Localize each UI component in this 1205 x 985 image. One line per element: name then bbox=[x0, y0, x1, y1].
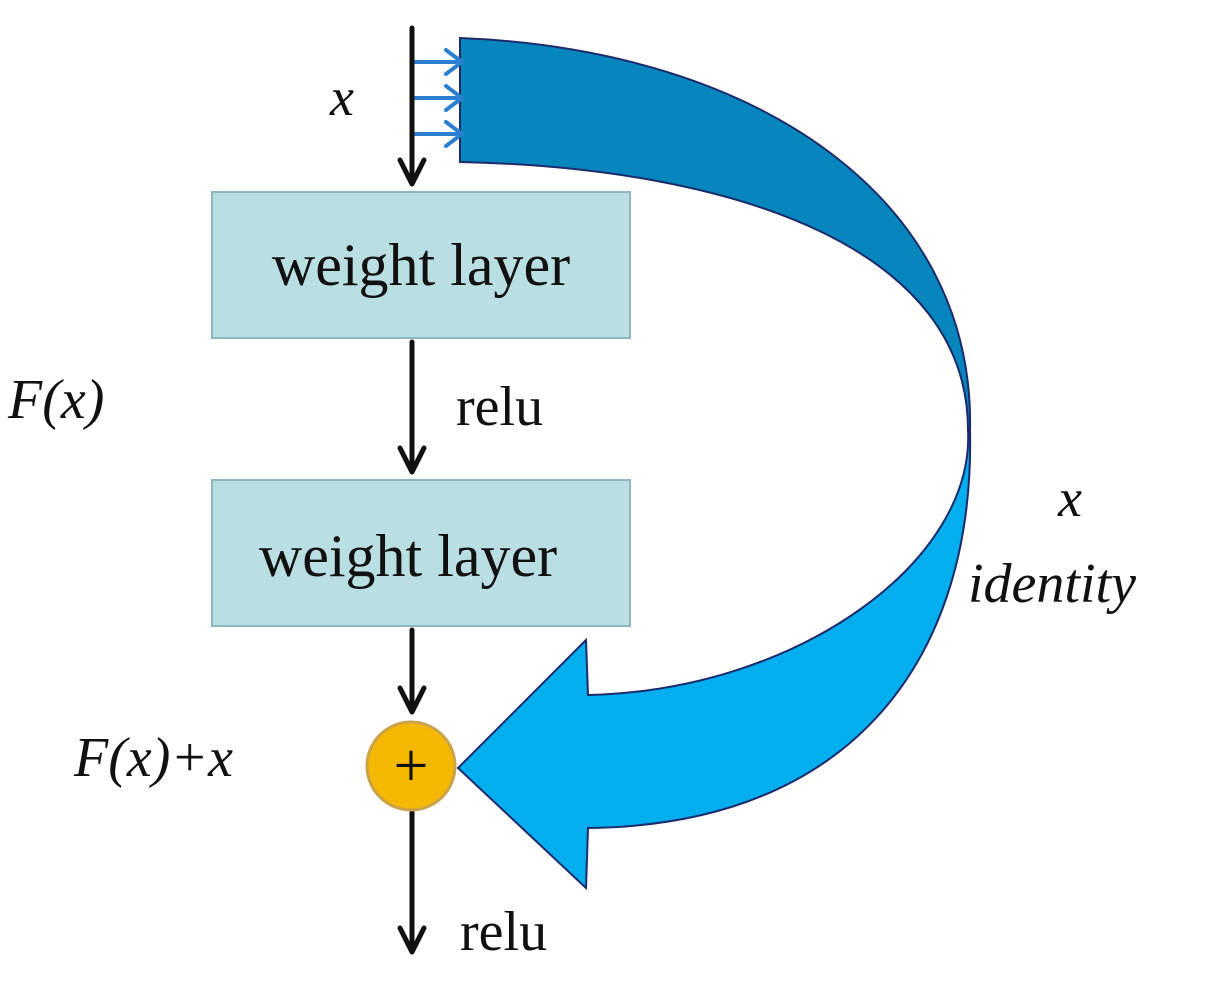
sum-label: F(x)+x bbox=[73, 727, 233, 789]
residual-fx-label: F(x) bbox=[7, 369, 104, 431]
relu-arrow bbox=[397, 339, 427, 475]
shortcut-entry-arrows bbox=[412, 48, 466, 148]
arrow-right-icon bbox=[412, 120, 466, 148]
relu-2-label: relu bbox=[460, 901, 547, 963]
input-x-label: x bbox=[329, 67, 354, 127]
sum-plus-sign: + bbox=[394, 732, 429, 800]
shortcut-identity-label: identity bbox=[968, 553, 1136, 615]
weight-layer-2-box bbox=[211, 479, 631, 627]
to-sum-arrow bbox=[397, 627, 427, 715]
weight-layer-1-box bbox=[211, 191, 631, 339]
input-arrow bbox=[397, 25, 427, 187]
shortcut-x-label: x bbox=[1057, 468, 1082, 528]
plus-circle-icon: + bbox=[365, 720, 457, 812]
weight-layer-1-label: weight layer bbox=[272, 232, 570, 298]
weight-layer-2-label: weight layer bbox=[259, 523, 557, 589]
arrow-right-icon bbox=[412, 48, 466, 76]
arrow-right-icon bbox=[412, 84, 466, 112]
output-arrow bbox=[397, 809, 427, 955]
relu-1-label: relu bbox=[456, 376, 543, 438]
identity-shortcut-arrow bbox=[456, 36, 972, 891]
